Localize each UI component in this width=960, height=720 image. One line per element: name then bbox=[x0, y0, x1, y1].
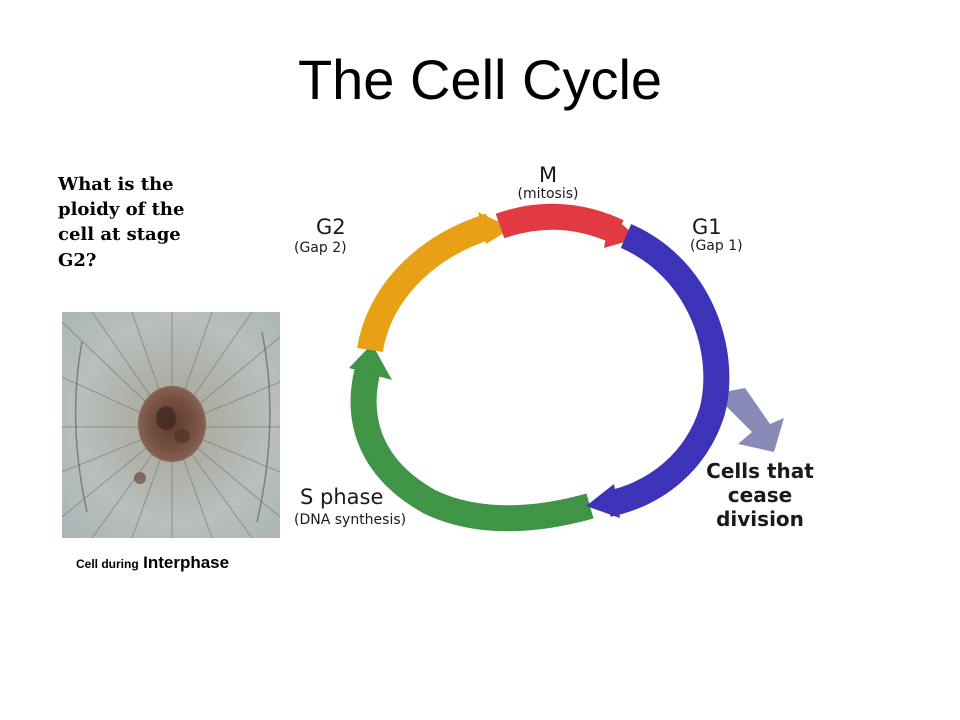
s-phase-arc bbox=[350, 358, 594, 532]
exit-label-line-3: division bbox=[716, 507, 804, 531]
s-phase-sublabel: (DNA synthesis) bbox=[294, 512, 406, 528]
caption-prefix: Cell during bbox=[76, 557, 139, 571]
exit-label-line-1: Cells that bbox=[706, 459, 814, 483]
s-phase-label: S phase bbox=[300, 485, 383, 509]
g2-label: G2 bbox=[316, 215, 346, 239]
g2-arc bbox=[357, 213, 495, 353]
slide-title: The Cell Cycle bbox=[297, 48, 663, 111]
m-arc bbox=[495, 203, 624, 244]
m-label: M bbox=[539, 163, 557, 187]
g1-sublabel: (Gap 1) bbox=[690, 238, 743, 254]
interphase-cell-micrograph bbox=[62, 312, 280, 538]
caption-emphasis: Interphase bbox=[143, 553, 230, 572]
m-sublabel: (mitosis) bbox=[518, 186, 579, 202]
exit-arrow bbox=[714, 388, 784, 452]
g1-label: G1 bbox=[692, 215, 722, 239]
g2-arrowhead bbox=[478, 212, 512, 244]
g2-sublabel: (Gap 2) bbox=[294, 240, 347, 256]
question-text: What is the ploidy of the cell at stage … bbox=[58, 174, 185, 271]
image-caption: Cell during Interphase bbox=[76, 553, 229, 573]
s-phase-arrowhead bbox=[349, 344, 392, 380]
exit-label-line-2: cease bbox=[728, 483, 792, 507]
g1-arrowhead bbox=[586, 484, 620, 518]
g1-arc bbox=[605, 224, 730, 517]
